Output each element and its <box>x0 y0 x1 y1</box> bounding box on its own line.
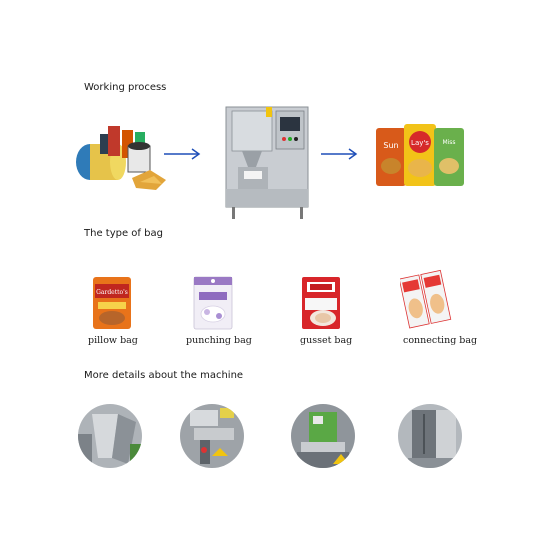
connecting-bag-image <box>398 268 452 330</box>
machine-detail-photo-1 <box>78 404 142 468</box>
arrow-right-icon <box>319 147 361 161</box>
packaging-machine-image <box>218 103 316 221</box>
section-heading-bag-types: The type of bag <box>84 228 163 239</box>
section-heading-working-process: Working process <box>84 82 167 93</box>
arrow-right-icon <box>162 147 204 161</box>
svg-text:Sun: Sun <box>383 141 398 150</box>
section-heading-machine-details: More details about the machine <box>84 370 244 381</box>
svg-text:Gardetto's: Gardetto's <box>96 289 128 296</box>
bag-label-connecting: connecting bag <box>403 335 478 346</box>
svg-text:Miss: Miss <box>442 139 455 146</box>
finished-chip-bags-image: Sun Lay's Miss <box>374 122 466 190</box>
gusset-bag-image <box>301 276 341 330</box>
pillow-bag-image: Gardetto's <box>92 276 132 330</box>
machine-detail-photo-4 <box>398 404 462 468</box>
bag-label-pillow: pillow bag <box>88 335 138 346</box>
bag-label-gusset: gusset bag <box>300 335 353 346</box>
bag-label-punching: punching bag <box>186 335 252 346</box>
film-rolls-image <box>70 120 180 195</box>
svg-text:Lay's: Lay's <box>411 139 429 147</box>
machine-detail-photo-3 <box>291 404 355 468</box>
machine-detail-photo-2 <box>180 404 244 468</box>
punching-bag-image <box>193 276 233 330</box>
